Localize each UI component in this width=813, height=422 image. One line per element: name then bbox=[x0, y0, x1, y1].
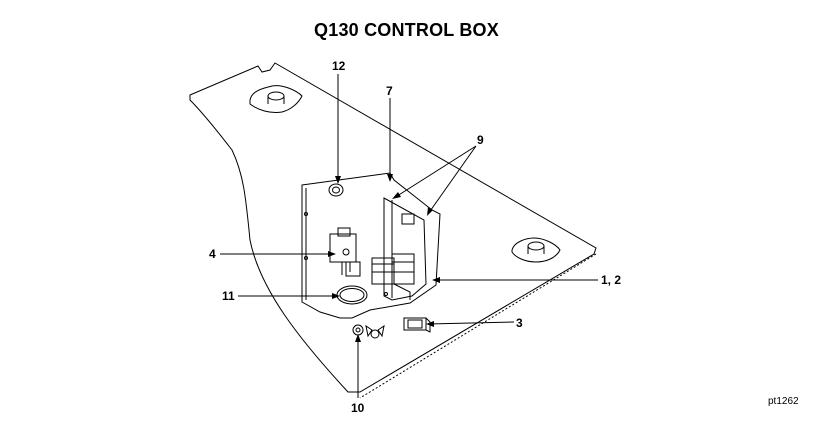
sensor-loop bbox=[336, 285, 368, 305]
callout-10: 10 bbox=[351, 401, 365, 415]
boss-right bbox=[511, 237, 561, 263]
callout-1-2: 1, 2 bbox=[601, 273, 622, 287]
callout-4: 4 bbox=[209, 247, 216, 261]
figure-reference: pt1262 bbox=[768, 396, 799, 407]
grommet bbox=[328, 183, 344, 197]
relay-2 bbox=[391, 253, 415, 285]
callout-11: 11 bbox=[222, 289, 235, 303]
leader-lines bbox=[220, 74, 598, 398]
page-title: Q130 CONTROL BOX bbox=[314, 20, 499, 40]
base-plate bbox=[189, 62, 597, 393]
callout-3: 3 bbox=[516, 316, 523, 330]
rocker-switch bbox=[403, 317, 431, 333]
switch-assembly bbox=[329, 227, 361, 277]
callout-9: 9 bbox=[477, 133, 484, 147]
relay-1 bbox=[371, 257, 395, 285]
nut-hardware bbox=[352, 324, 385, 339]
callout-12: 12 bbox=[332, 59, 346, 73]
arrowheads bbox=[328, 174, 440, 342]
relay-panel bbox=[383, 197, 427, 301]
boss-top bbox=[249, 85, 303, 113]
control-box-panel bbox=[301, 172, 441, 319]
callout-7: 7 bbox=[386, 84, 393, 98]
plate-edge bbox=[359, 253, 597, 399]
